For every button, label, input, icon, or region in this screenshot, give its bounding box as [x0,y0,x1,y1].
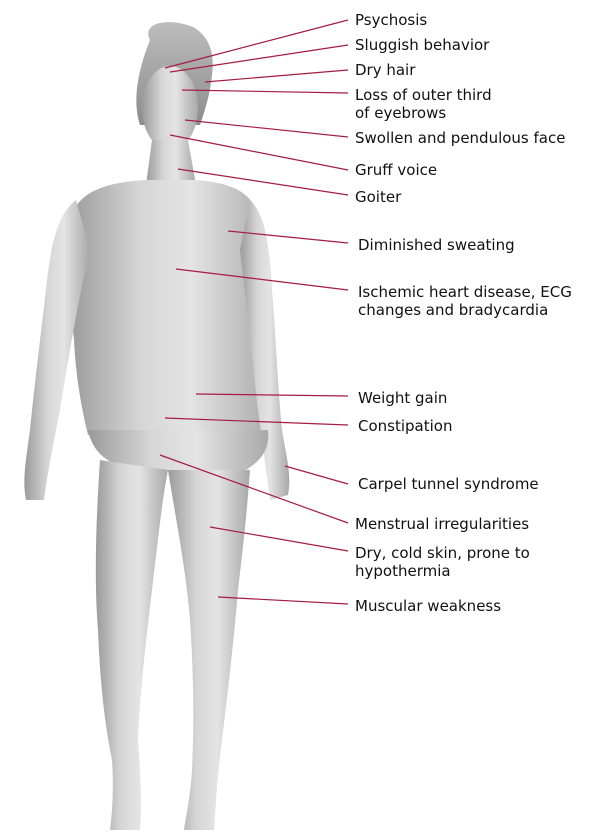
leader-line [170,135,348,170]
leader-line [285,466,348,484]
label-gruff-voice: Gruff voice [355,161,437,179]
leader-line [205,70,348,82]
label-ischemic-heart: Ischemic heart disease, ECG changes and … [358,283,572,319]
label-swollen-face: Swollen and pendulous face [355,129,565,147]
label-constipation: Constipation [358,417,452,435]
label-eyebrows: Loss of outer third of eyebrows [355,86,492,122]
label-sluggish-behavior: Sluggish behavior [355,36,489,54]
label-diminished-sweating: Diminished sweating [358,236,515,254]
label-psychosis: Psychosis [355,11,427,29]
label-weight-gain: Weight gain [358,389,447,407]
right-leg-shape [168,470,250,830]
label-goiter: Goiter [355,188,401,206]
label-menstrual: Menstrual irregularities [355,515,529,533]
face-shape [142,66,198,150]
label-dry-hair: Dry hair [355,61,415,79]
label-muscular-weakness: Muscular weakness [355,597,501,615]
left-leg-shape [96,460,168,830]
leader-line [185,120,348,137]
figure-silhouette [24,22,289,830]
label-dry-skin: Dry, cold skin, prone to hypothermia [355,544,530,580]
neck-shape [146,140,196,185]
leader-line [218,597,348,604]
label-carpel-tunnel: Carpel tunnel syndrome [358,475,539,493]
torso-shape [69,180,274,435]
